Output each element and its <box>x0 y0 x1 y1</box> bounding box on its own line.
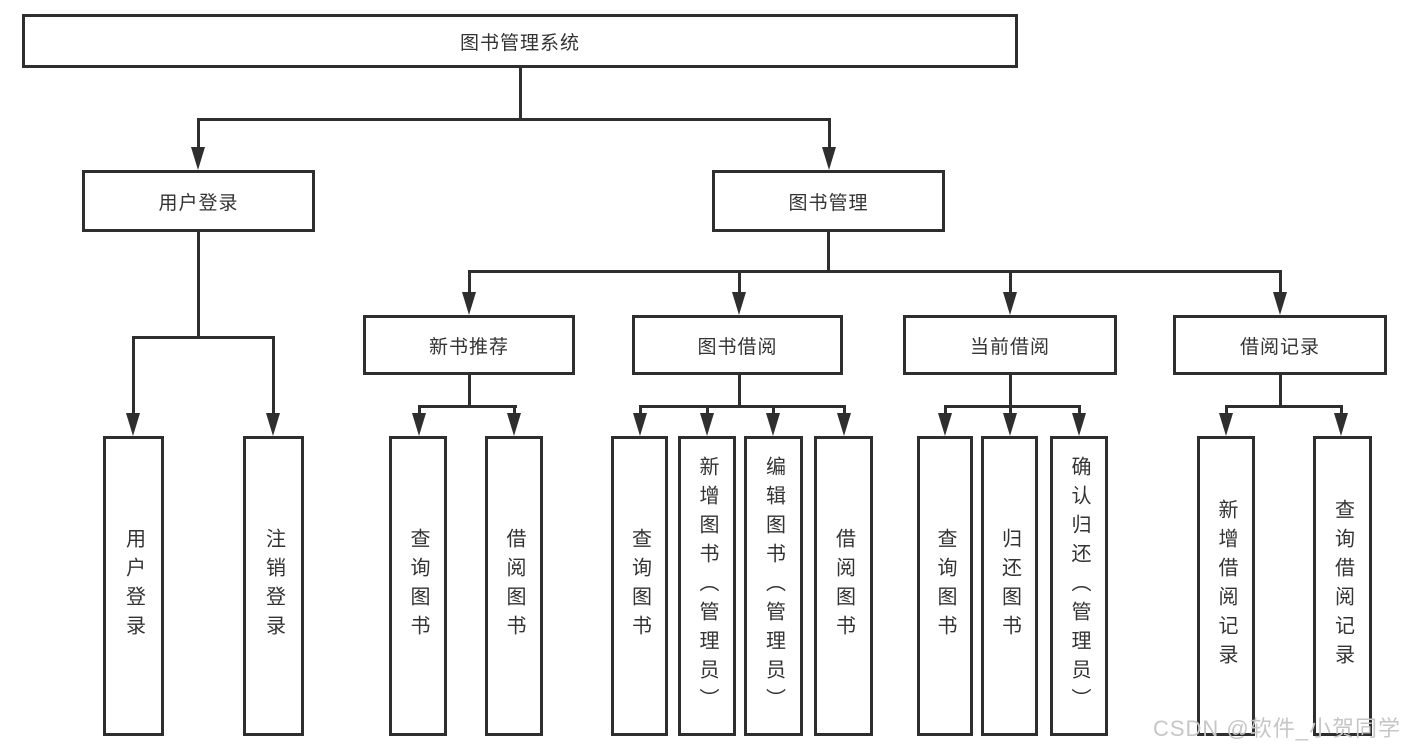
connector-line <box>132 336 275 339</box>
node-label: 图书管理 <box>788 192 869 214</box>
connector-line <box>639 405 846 408</box>
node-label: 当前借阅 <box>969 336 1050 358</box>
connector-line <box>944 405 1081 408</box>
leaf-confirm-return-admin: 确认归还（管理员） <box>1050 436 1108 736</box>
node-label: 新增图书（管理员） <box>696 455 718 717</box>
leaf-return-book: 归还图书 <box>981 436 1038 736</box>
arrow-down-icon <box>1003 413 1017 436</box>
arrow-down-icon <box>1273 292 1287 315</box>
leaf-borrow-books-borrow: 借阅图书 <box>814 436 873 736</box>
node-label: 新书推荐 <box>428 336 509 358</box>
node-new-book-recommend: 新书推荐 <box>363 315 575 375</box>
connector-line <box>639 405 642 417</box>
connector-line <box>468 270 1282 273</box>
csdn-watermark: CSDN @软件_小贺同学 <box>1152 716 1401 741</box>
arrow-down-icon <box>1072 413 1086 436</box>
leaf-logout: 注销登录 <box>243 436 304 736</box>
connector-line <box>468 270 471 296</box>
connector-line <box>738 375 741 407</box>
leaf-query-books-current: 查询图书 <box>917 436 973 736</box>
arrow-down-icon <box>462 292 476 315</box>
node-label: 借阅记录 <box>1239 336 1320 358</box>
arrow-down-icon <box>266 413 280 436</box>
connector-line <box>197 118 200 152</box>
connector-line <box>468 375 471 407</box>
node-label: 查询借阅记录 <box>1331 499 1354 673</box>
node-label: 图书借阅 <box>697 336 778 358</box>
connector-line <box>1279 270 1282 296</box>
leaf-edit-book-admin: 编辑图书（管理员） <box>744 436 803 736</box>
leaf-add-book-admin: 新增图书（管理员） <box>678 436 736 736</box>
arrow-down-icon <box>732 292 746 315</box>
arrow-down-icon <box>938 413 952 436</box>
leaf-add-borrow-record: 新增借阅记录 <box>1197 436 1255 736</box>
node-label: 查询图书 <box>628 528 651 644</box>
arrow-down-icon <box>837 413 851 436</box>
connector-line <box>1279 375 1282 407</box>
node-label: 编辑图书（管理员） <box>762 455 785 717</box>
connector-line <box>1009 405 1012 417</box>
connector-line <box>513 405 516 417</box>
node-current-borrow: 当前借阅 <box>903 315 1117 375</box>
connector-line <box>132 336 135 418</box>
arrow-down-icon <box>412 413 426 436</box>
arrow-down-icon <box>822 147 836 170</box>
node-book-management: 图书管理 <box>712 170 945 232</box>
leaf-borrow-books-recommend: 借阅图书 <box>485 436 543 736</box>
connector-line <box>1225 405 1343 408</box>
arrow-down-icon <box>126 413 140 436</box>
node-label: 归还图书 <box>998 528 1021 644</box>
node-label: 借阅图书 <box>832 528 855 644</box>
arrow-down-icon <box>191 147 205 170</box>
node-label: 新增借阅记录 <box>1215 499 1237 673</box>
node-label: 查询图书 <box>934 528 956 644</box>
connector-line <box>1009 375 1012 407</box>
leaf-user-login: 用户登录 <box>103 436 164 736</box>
connector-line <box>197 118 831 121</box>
connector-line <box>1225 405 1228 417</box>
node-book-borrow: 图书借阅 <box>632 315 843 375</box>
node-label: 确认归还（管理员） <box>1068 455 1090 717</box>
arrow-down-icon <box>1003 292 1017 315</box>
node-label: 查询图书 <box>407 528 429 644</box>
node-label: 借阅图书 <box>503 528 525 644</box>
connector-line <box>272 336 275 418</box>
connector-line <box>519 67 522 120</box>
node-label: 用户登录 <box>158 192 239 214</box>
connector-line <box>944 405 947 417</box>
node-label: 图书管理系统 <box>459 32 580 54</box>
arrow-down-icon <box>700 413 714 436</box>
leaf-query-borrow-record: 查询借阅记录 <box>1313 436 1372 736</box>
node-borrow-records: 借阅记录 <box>1173 315 1387 375</box>
arrow-down-icon <box>766 413 780 436</box>
arrow-down-icon <box>507 413 521 436</box>
leaf-query-books-recommend: 查询图书 <box>389 436 447 736</box>
connector-line <box>706 405 709 417</box>
connector-line <box>772 405 775 417</box>
connector-line <box>1009 270 1012 296</box>
node-label: 用户登录 <box>122 528 145 644</box>
connector-line <box>1078 405 1081 417</box>
connector-line <box>1340 405 1343 417</box>
node-library-management-system: 图书管理系统 <box>22 14 1018 68</box>
connector-line <box>843 405 846 417</box>
connector-line <box>197 232 200 338</box>
connector-line <box>738 270 741 296</box>
connector-line <box>828 118 831 152</box>
leaf-query-books-borrow: 查询图书 <box>611 436 668 736</box>
arrow-down-icon <box>633 413 647 436</box>
node-label: 注销登录 <box>262 528 285 644</box>
connector-line <box>418 405 517 408</box>
connector-line <box>827 232 830 272</box>
connector-line <box>418 405 421 417</box>
node-user-login: 用户登录 <box>82 170 315 232</box>
arrow-down-icon <box>1334 413 1348 436</box>
arrow-down-icon <box>1219 413 1233 436</box>
